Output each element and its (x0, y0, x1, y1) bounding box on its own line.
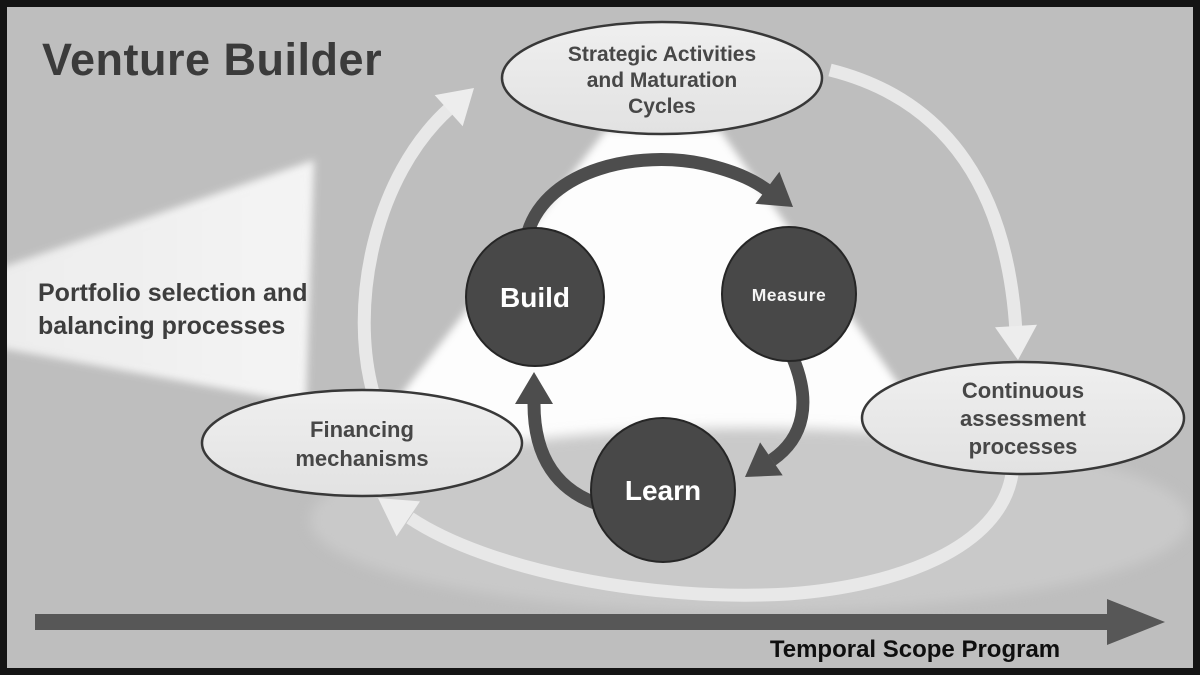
timeline-arrow (35, 599, 1165, 645)
financing-ellipse-line1: Financing (310, 417, 414, 442)
strategic-ellipse-line2: and Maturation (587, 69, 738, 92)
build-node: Build (465, 227, 605, 367)
timeline-label: Temporal Scope Program (770, 636, 1060, 663)
financing-ellipse: Financing mechanisms (200, 388, 524, 498)
diagram-title: Venture Builder (42, 34, 382, 85)
assessment-ellipse: Continuous assessment processes (860, 360, 1186, 476)
arrow-assessment-to-financing (378, 472, 1019, 602)
arrow-measure-to-learn (745, 353, 810, 477)
strategic-ellipse: Strategic Activities and Maturation Cycl… (500, 20, 824, 136)
strategic-ellipse-line3: Cycles (628, 95, 696, 118)
arrow-learn-to-build (515, 372, 606, 513)
build-node-label: Build (500, 282, 570, 313)
arrow-build-to-measure (521, 153, 793, 235)
portfolio-label-line1: Portfolio selection and (38, 279, 307, 307)
portfolio-label-line2: balancing processes (38, 312, 285, 340)
assessment-ellipse-line1: Continuous (962, 378, 1084, 403)
measure-node-label: Measure (752, 285, 827, 305)
assessment-ellipse-line3: processes (969, 434, 1078, 459)
measure-node: Measure (721, 226, 857, 362)
financing-ellipse-line2: mechanisms (295, 446, 428, 471)
portfolio-beam-shape (0, 160, 314, 404)
strategic-ellipse-line1: Strategic Activities (568, 43, 756, 66)
learn-node: Learn (590, 417, 736, 563)
arrow-financing-to-strategic (357, 88, 474, 398)
arrow-strategic-to-assessment (828, 63, 1037, 360)
learn-node-label: Learn (625, 475, 701, 506)
assessment-ellipse-line2: assessment (960, 406, 1087, 431)
